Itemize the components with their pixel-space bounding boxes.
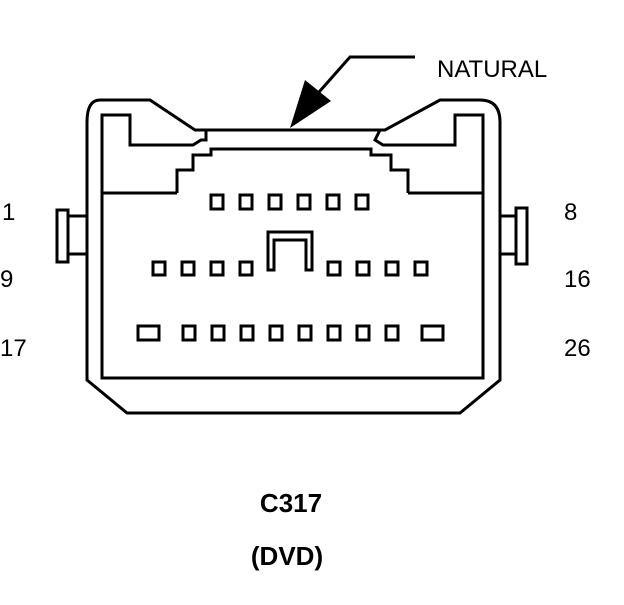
pin-label-16: 16 [564,266,591,293]
pin-cavity [384,324,400,342]
pin-cavity [181,324,197,342]
pin-row-1 [209,193,370,211]
right-latch [498,206,529,266]
pin-cavity [238,260,254,277]
pin-cavity [151,260,167,277]
pin-cavity [326,260,342,277]
pin-cavity [355,260,371,277]
pin-cavity [210,324,226,342]
pin-cavity [326,324,342,342]
pin-label-1: 1 [2,199,15,226]
callout-label: NATURAL [437,56,547,83]
pin-cavity [413,260,429,277]
connector-housing-inner [100,113,485,193]
pin-label-9: 9 [0,266,13,293]
pin-cavity [238,193,254,211]
pin-cavity [136,324,161,342]
polarization-key [266,230,314,272]
pin-cavity [209,260,225,277]
connector-description: (DVD) [251,541,323,571]
pin-cavity [420,324,445,342]
callout-arrow [290,55,415,128]
pin-cavity [355,324,371,342]
connector-inner-frame [100,193,485,380]
pin-row-3 [136,324,445,342]
left-latch [55,208,89,264]
pin-cavity [268,324,284,342]
connector-id: C317 [260,488,322,518]
pin-cavity [209,193,225,211]
terminal-cavity-outline [175,147,410,193]
pin-cavity [354,193,370,211]
pin-cavity [296,193,312,211]
pin-row-2 [151,260,429,277]
pin-cavity [325,193,341,211]
pin-label-17: 17 [0,335,27,362]
pin-cavity [267,193,283,211]
pin-cavity [384,260,400,277]
connector-housing-outer [85,98,502,415]
pin-cavity [297,324,313,342]
pin-cavity [239,324,255,342]
pin-cavity [180,260,196,277]
pin-label-26: 26 [564,335,591,362]
pin-label-8: 8 [564,199,577,226]
